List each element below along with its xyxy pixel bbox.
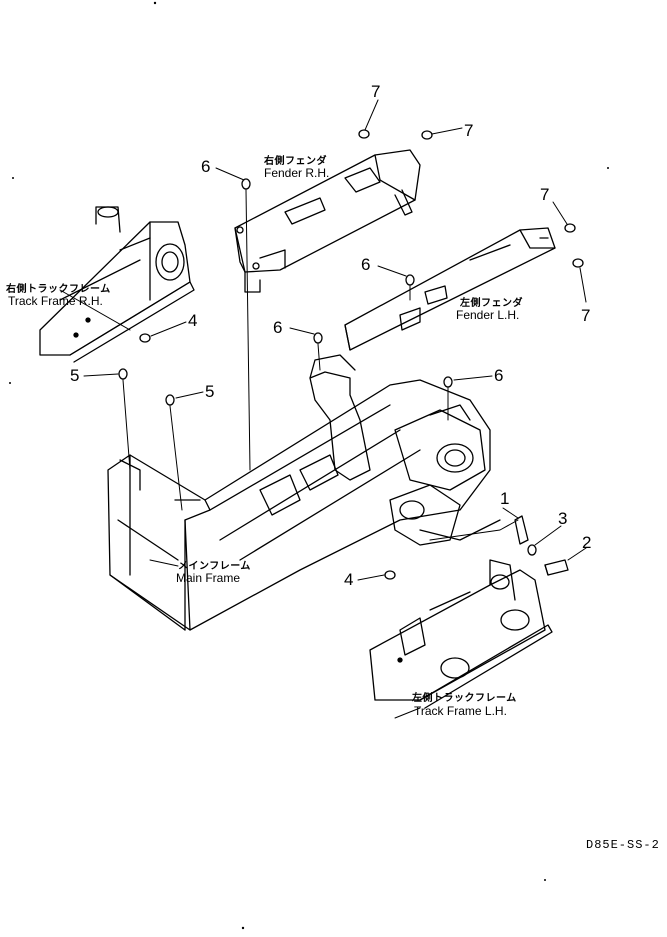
scan-specks: [9, 1, 609, 930]
callout-6: 6: [361, 255, 370, 274]
fender-lh-part: [344, 227, 556, 351]
callout-5: 5: [205, 382, 214, 401]
callout-6: 6: [273, 318, 282, 337]
drawing-code: D85E-SS-2: [586, 838, 660, 852]
track-frame-lh-part: [369, 559, 553, 709]
main-frame-part: [107, 354, 501, 631]
main-frame-label-en: Main Frame: [176, 571, 241, 585]
callout-7: 7: [581, 306, 590, 325]
callout-4: 4: [344, 570, 353, 589]
track-frame-rh-label-jp: 右側トラックフレーム: [6, 284, 111, 295]
track-frame-rh-label-en: Track Frame R.H.: [8, 294, 103, 308]
callout-7: 7: [464, 121, 473, 140]
fender-rh-label-en: Fender R.H.: [264, 166, 330, 180]
callout-3: 3: [558, 509, 567, 528]
callout-2: 2: [582, 533, 591, 552]
fender-lh-label-jp: 左側フェンダ: [460, 298, 523, 309]
track-frame-lh-label-en: Track Frame L.H.: [414, 704, 507, 718]
fender-lh-label-en: Fender L.H.: [456, 308, 520, 322]
track-frame-rh-part: [39, 206, 195, 363]
callout-4: 4: [188, 311, 197, 330]
fender-rh-part: [234, 149, 421, 293]
callout-5: 5: [70, 366, 79, 385]
main-frame-label-jp: メインフレーム: [178, 561, 251, 572]
callout-1: 1: [500, 489, 509, 508]
fender-rh-label-jp: 右側フェンダ: [264, 156, 327, 167]
fasteners: [118, 129, 584, 580]
leader-lines: [59, 99, 587, 719]
pin-bolt-assembly: [514, 515, 569, 576]
callout-6: 6: [494, 366, 503, 385]
track-frame-lh-label-jp: 左側トラックフレーム: [412, 693, 517, 704]
callout-7: 7: [371, 82, 380, 101]
callout-7: 7: [540, 185, 549, 204]
callout-6: 6: [201, 157, 210, 176]
